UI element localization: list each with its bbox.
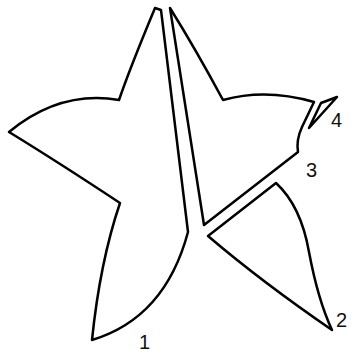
callout-number: 2 bbox=[336, 310, 347, 330]
callout-number: 4 bbox=[331, 110, 342, 130]
star-piece bbox=[9, 8, 188, 340]
callout-number: 1 bbox=[139, 332, 150, 352]
star-piece bbox=[208, 183, 332, 330]
callout-number: 3 bbox=[306, 160, 317, 180]
star-piece bbox=[170, 8, 314, 225]
